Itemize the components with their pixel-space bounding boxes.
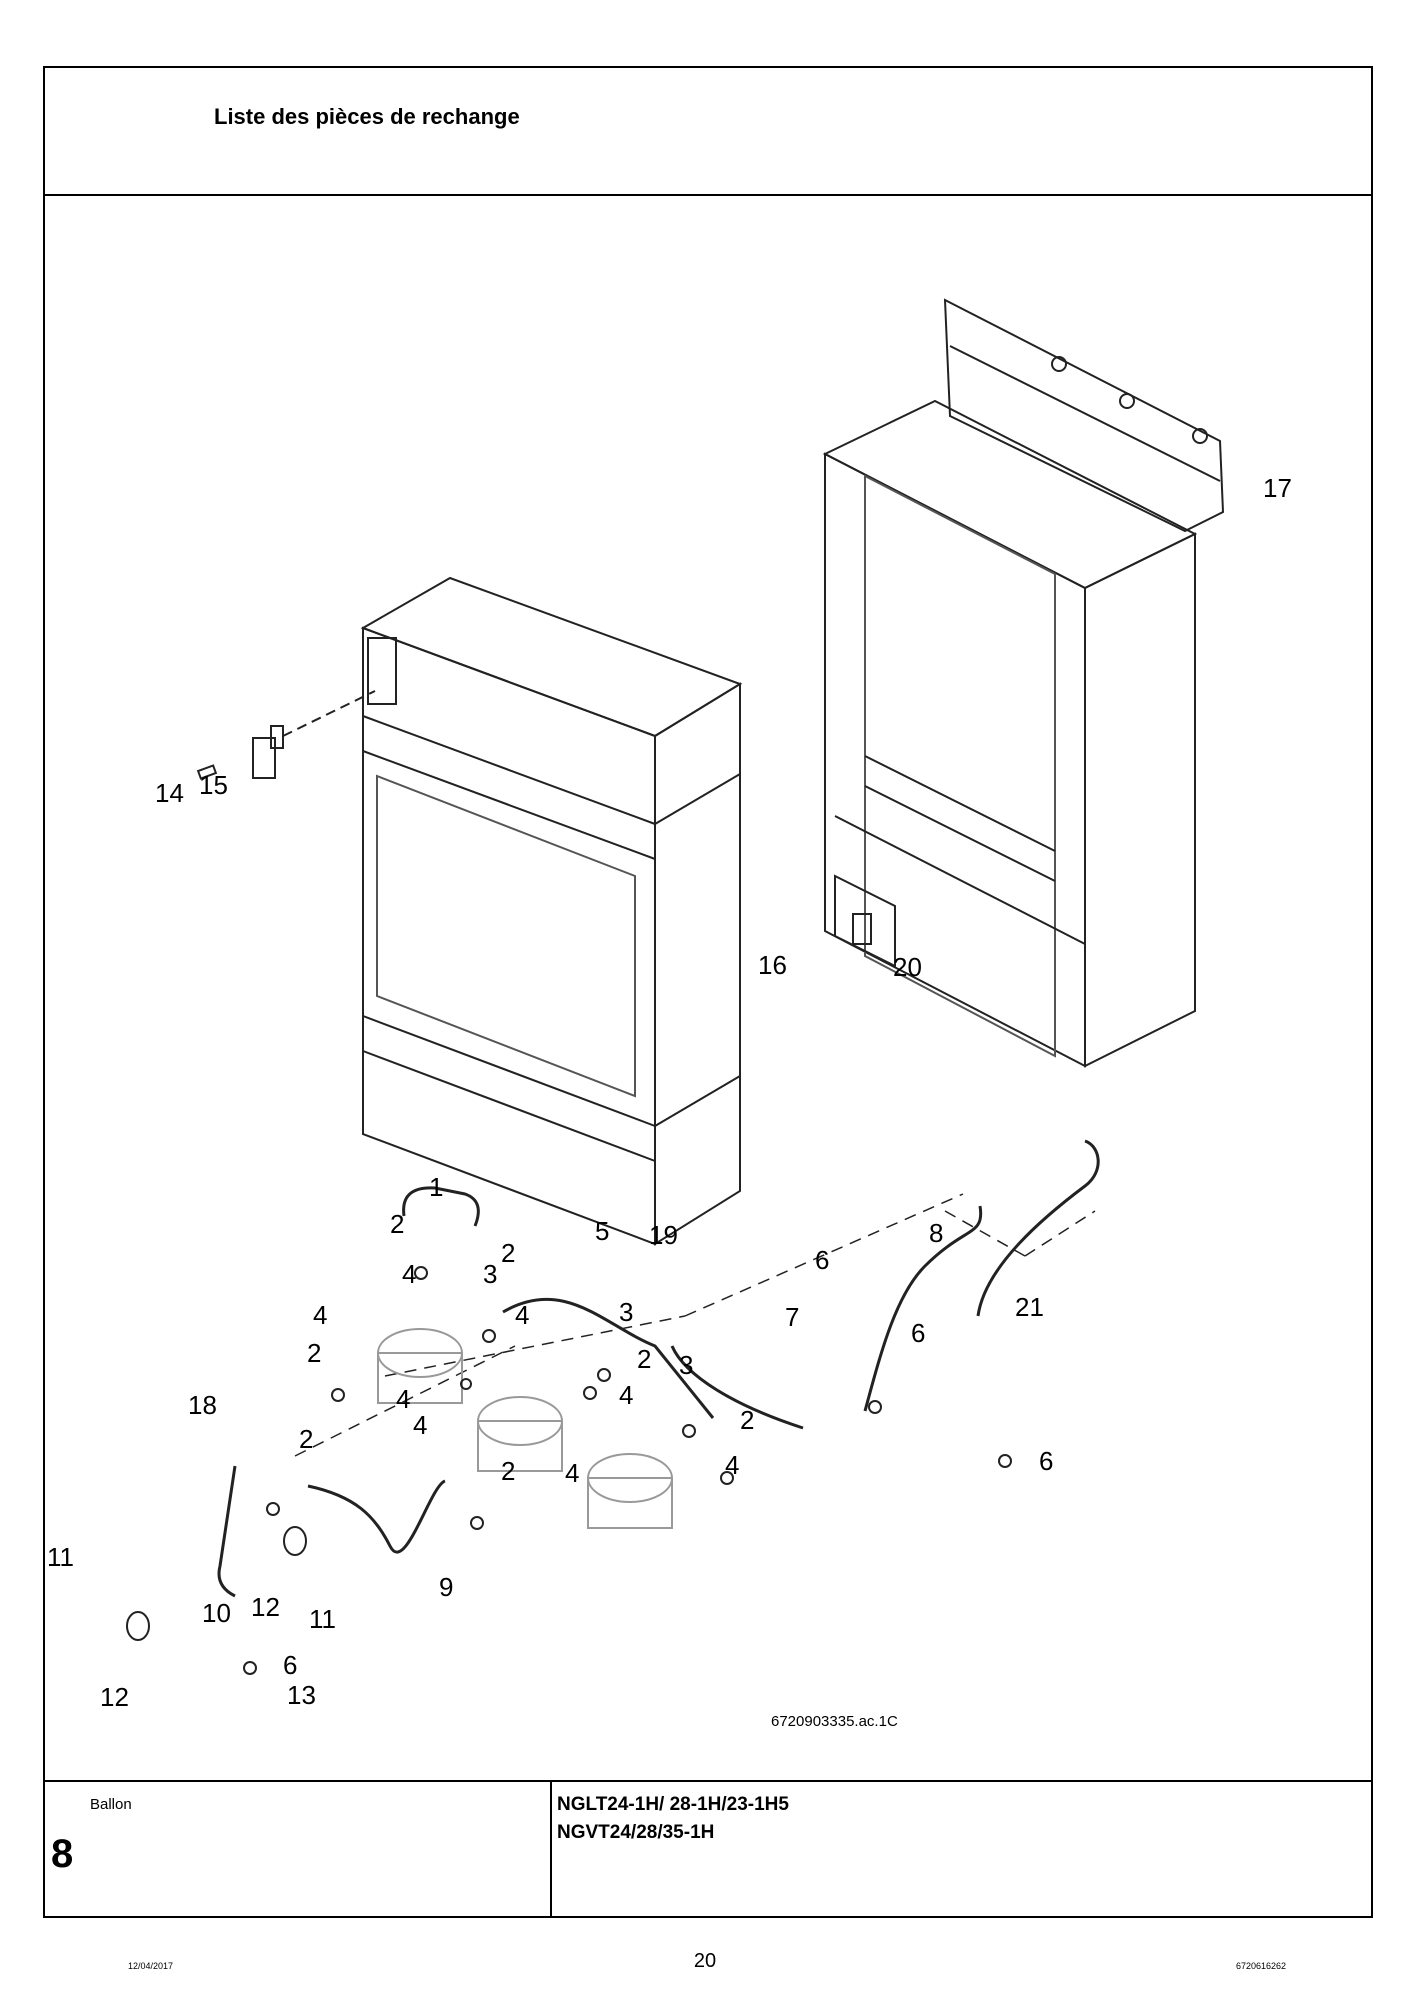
alignment-lines <box>294 1193 1096 1457</box>
page-frame: Liste des pièces de rechange <box>43 66 1373 1918</box>
callout-12-a: 12 <box>100 1682 129 1712</box>
page-number: 20 <box>693 1950 717 1972</box>
callout-9: 9 <box>439 1572 453 1602</box>
callout-4-g: 4 <box>725 1450 739 1480</box>
callout-19: 19 <box>649 1220 678 1250</box>
callout-12-b: 12 <box>251 1592 280 1622</box>
callout-1: 1 <box>429 1172 443 1202</box>
callout-18: 18 <box>188 1390 217 1420</box>
callout-11-a: 11 <box>47 1542 74 1572</box>
callout-2-f: 2 <box>637 1344 651 1374</box>
callout-3-b: 3 <box>619 1297 633 1327</box>
callout-6-b: 6 <box>911 1318 925 1348</box>
callout-14: 14 <box>155 778 184 808</box>
callout-10: 10 <box>202 1598 231 1628</box>
section-label: Ballon <box>90 1796 132 1813</box>
callout-11-b: 11 <box>309 1604 336 1634</box>
callout-4-f: 4 <box>619 1380 633 1410</box>
page-date: 12/04/2017 <box>128 1961 174 1971</box>
callout-17: 17 <box>1263 473 1292 503</box>
callout-3-a: 3 <box>483 1259 497 1289</box>
hydraulic-blocks <box>377 1328 673 1529</box>
page-title: Liste des pièces de rechange <box>214 104 520 129</box>
model-line-2: NGVT24/28/35-1H <box>557 1822 715 1843</box>
callout-3-c: 3 <box>679 1350 693 1380</box>
exploded-parts-drawing: 1 2 2 2 2 2 2 2 3 3 3 4 4 4 4 4 4 4 4 5 <box>45 196 1371 1784</box>
callout-4-h: 4 <box>565 1458 579 1488</box>
pipes-assembly <box>217 1139 1100 1598</box>
footer-section-cell: Ballon 8 <box>45 1782 552 1916</box>
callout-2-c: 2 <box>307 1338 321 1368</box>
callout-20: 20 <box>893 952 922 982</box>
part-16-frame <box>822 399 1198 1068</box>
callout-15: 15 <box>199 770 228 800</box>
callout-21: 21 <box>1015 1292 1044 1322</box>
callout-6-c: 6 <box>1039 1446 1053 1476</box>
callout-2-g: 2 <box>740 1405 754 1435</box>
callout-16: 16 <box>758 950 787 980</box>
model-line-1: NGLT24-1H/ 28-1H/23-1H5 <box>557 1794 789 1815</box>
callout-8: 8 <box>929 1218 943 1248</box>
callout-4-c: 4 <box>515 1300 529 1330</box>
callout-4-d: 4 <box>396 1384 410 1414</box>
drawing-reference: 6720903335.ac.1C <box>771 1713 898 1730</box>
callout-6-d: 6 <box>283 1650 297 1680</box>
callout-5: 5 <box>595 1216 609 1246</box>
callout-7: 7 <box>785 1302 799 1332</box>
boiler-casing <box>360 576 743 1246</box>
callout-4-b: 4 <box>313 1300 327 1330</box>
callout-4-e: 4 <box>413 1410 427 1440</box>
callout-labels: 1 2 2 2 2 2 2 2 3 3 3 4 4 4 4 4 4 4 4 5 <box>47 473 1292 1730</box>
callout-13: 13 <box>287 1680 316 1710</box>
header-row: Liste des pièces de rechange <box>45 68 1371 196</box>
section-number: 8 <box>51 1832 74 1876</box>
seals <box>126 1266 1012 1675</box>
callout-2-b: 2 <box>501 1238 515 1268</box>
part-14-pin <box>196 764 218 780</box>
part-17-back-plate <box>943 298 1225 533</box>
callout-2-e: 2 <box>501 1456 515 1486</box>
callout-2-a: 2 <box>390 1209 404 1239</box>
callout-4-a: 4 <box>402 1259 416 1289</box>
part-15-sensor-clip <box>252 690 376 779</box>
callout-2-d: 2 <box>299 1424 313 1454</box>
part-20-bracket <box>834 874 896 968</box>
footer-row: Ballon 8 NGLT24-1H/ 28-1H/23-1H5 NGVT24/… <box>45 1780 1371 1916</box>
document-number: 6720616262 <box>1236 1961 1287 1971</box>
exploded-view-illustration: 1 2 2 2 2 2 2 2 3 3 3 4 4 4 4 4 4 4 4 5 <box>47 298 1292 1730</box>
callout-6-a: 6 <box>815 1245 829 1275</box>
